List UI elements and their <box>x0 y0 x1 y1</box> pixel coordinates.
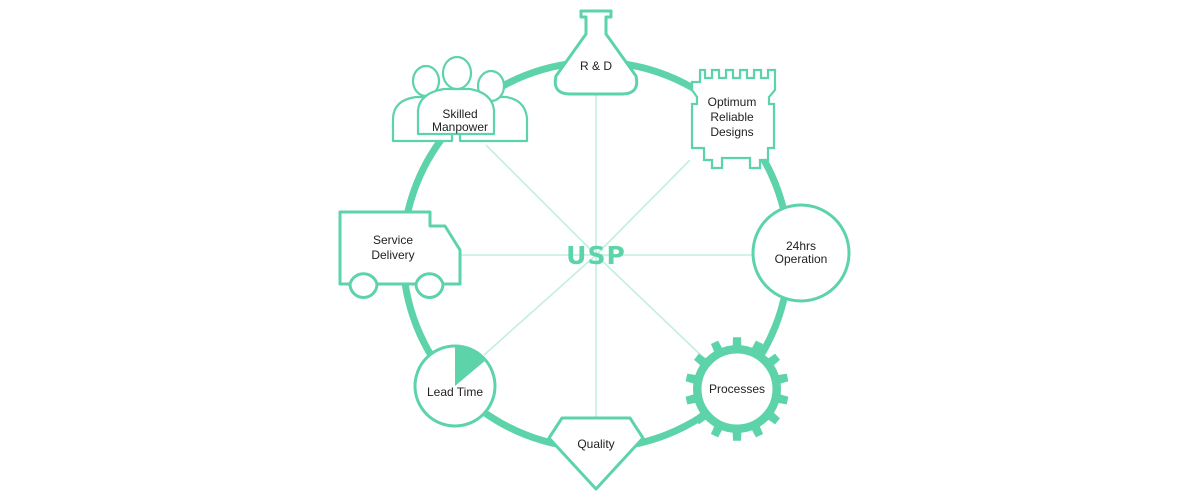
delivery-line-1: Service <box>373 233 413 247</box>
people-group-icon <box>391 55 529 143</box>
manpower-line-2: Manpower <box>432 120 488 134</box>
leadtime-label: Lead Time <box>427 385 483 399</box>
spokes <box>458 94 752 418</box>
processes-label: Processes <box>709 382 765 396</box>
designs-line-2: Reliable <box>710 110 754 124</box>
quality-label: Quality <box>577 437 614 451</box>
pie-slice <box>455 346 486 386</box>
spoke-leadtime <box>483 254 597 356</box>
node-designs: Optimum Reliable Designs <box>690 68 777 170</box>
center-label: USP <box>566 241 626 270</box>
delivery-line-2: Delivery <box>371 248 414 262</box>
gear-inner <box>698 350 776 428</box>
person-middle-body <box>416 87 496 136</box>
operation-line-2: Operation <box>775 252 828 266</box>
rnd-label: R & D <box>580 59 612 73</box>
node-leadtime: Lead Time <box>413 344 497 428</box>
node-processes: Processes <box>685 337 789 441</box>
castle-tower-icon <box>690 68 777 170</box>
node-delivery: Service Delivery <box>338 210 462 299</box>
node-operation: 24hrs Operation <box>751 203 851 303</box>
truck-wheel-front <box>414 283 445 299</box>
spoke-designs <box>595 159 691 256</box>
delivery-truck-icon <box>338 210 462 286</box>
manpower-line-1: Skilled <box>442 107 477 121</box>
node-quality: Quality <box>547 416 645 491</box>
person-middle-head <box>441 55 473 91</box>
diamond-icon <box>547 416 645 491</box>
spoke-manpower <box>485 144 597 256</box>
spoke-processes <box>595 254 709 363</box>
flask-icon <box>553 9 639 96</box>
node-rnd: R & D <box>553 9 639 96</box>
designs-line-1: Optimum <box>708 95 757 109</box>
node-manpower: Skilled Manpower <box>391 55 529 143</box>
designs-line-3: Designs <box>710 125 753 139</box>
operation-line-1: 24hrs <box>786 239 816 253</box>
truck-wheel-back <box>348 283 379 299</box>
circle-icon <box>751 203 851 303</box>
